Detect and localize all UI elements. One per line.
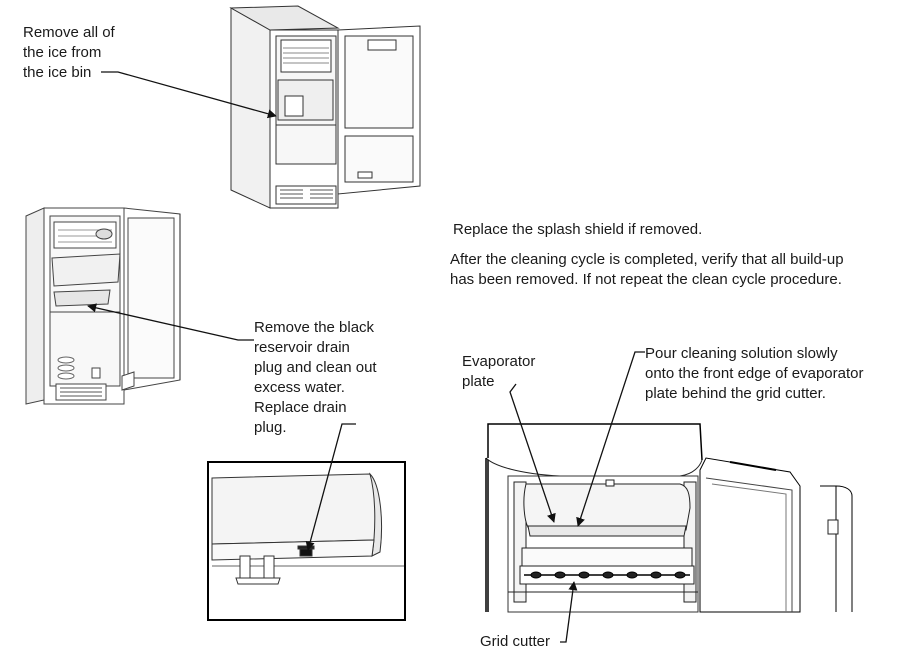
leader-drain-plug-fig3	[305, 424, 356, 551]
grid-cutter-label: Grid cutter	[480, 633, 551, 650]
figure-ice-maker-bin-removed	[26, 208, 180, 404]
leader-drain-plug-fig2	[87, 303, 254, 340]
leader-remove-ice	[101, 72, 277, 119]
leader-lines	[87, 72, 645, 642]
splash-shield-instruction: Replace the splash shield if removed.	[453, 221, 703, 238]
leader-pour-solution	[576, 352, 645, 527]
remove-ice-instruction: Remove all of the ice from the ice bin	[23, 24, 115, 81]
figure-evaporator-grid-cutter	[486, 424, 852, 612]
figure-ice-maker-open-door	[231, 6, 420, 208]
leader-evaporator-plate	[510, 384, 556, 523]
figure-drain-plug-closeup	[208, 462, 405, 620]
evaporator-plate-label: Evaporator plate	[462, 353, 536, 390]
pour-solution-instruction: Pour cleaning solution slowly onto the f…	[645, 345, 864, 402]
leader-grid-cutter	[560, 581, 578, 642]
drain-plug-instruction: Remove the black reservoir drain plug an…	[254, 319, 377, 436]
verify-cleaning-instruction: After the cleaning cycle is completed, v…	[450, 251, 844, 288]
